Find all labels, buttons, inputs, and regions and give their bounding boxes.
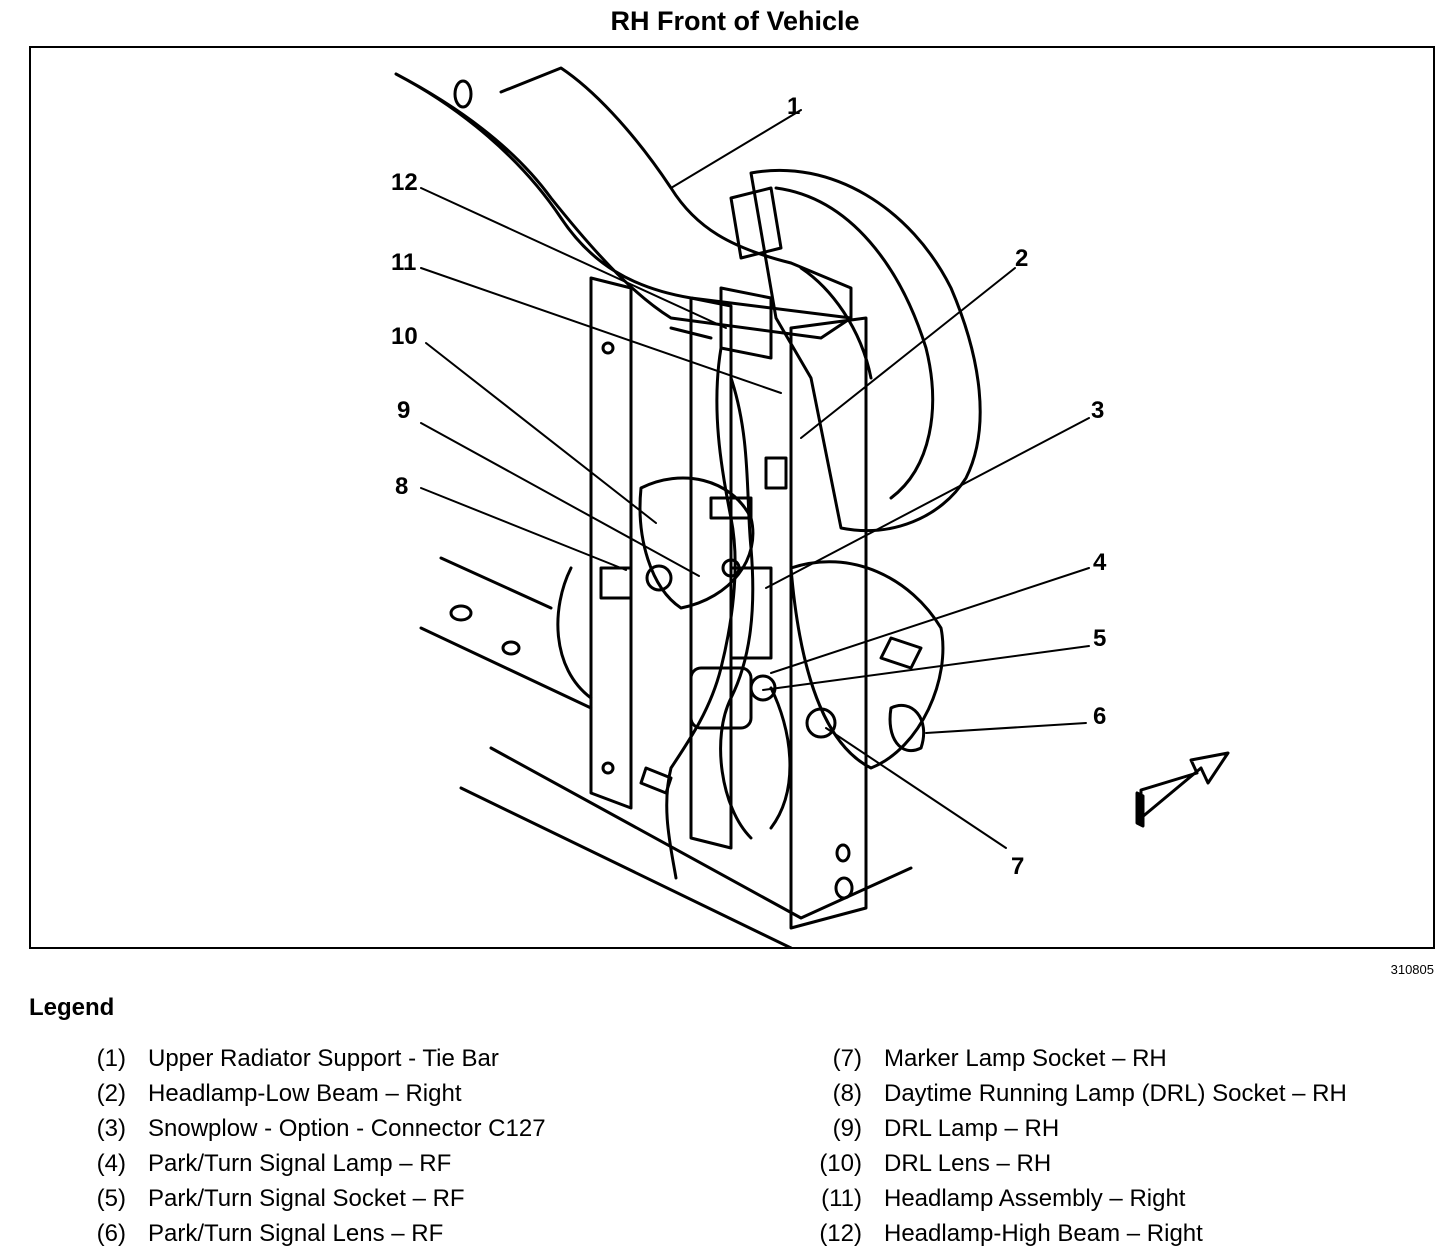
callout-10: 10	[391, 323, 418, 350]
vehicle-illustration: 1 2 3 4 5 6 7 8 9 10 11 12	[391, 66, 1230, 947]
callout-7: 7	[1011, 853, 1024, 880]
tie-bar-shape	[394, 72, 853, 340]
wiring-harness	[665, 346, 737, 880]
callout-3: 3	[1091, 397, 1104, 424]
callout-12: 12	[391, 169, 418, 196]
figure-id: 310805	[1390, 962, 1434, 977]
callout-1: 1	[787, 93, 800, 120]
right-post	[789, 316, 868, 930]
left-post	[589, 276, 633, 810]
center-post	[689, 296, 733, 850]
callout-6: 6	[1093, 703, 1106, 730]
callout-8: 8	[395, 473, 408, 500]
drl-lens	[638, 476, 755, 610]
callout-9: 9	[397, 397, 410, 424]
diagram-frame: 1 2 3 4 5 6 7 8 9 10 11 12	[29, 46, 1435, 949]
callout-11: 11	[391, 249, 416, 276]
front-direction-arrow	[1139, 751, 1230, 820]
headlamp-housing	[749, 168, 982, 533]
page-title: RH Front of Vehicle	[610, 6, 860, 36]
callout-4: 4	[1093, 549, 1107, 576]
callout-2: 2	[1015, 245, 1028, 272]
callout-5: 5	[1093, 625, 1106, 652]
lower-rail	[459, 746, 913, 947]
legend-title: Legend	[29, 994, 115, 1021]
